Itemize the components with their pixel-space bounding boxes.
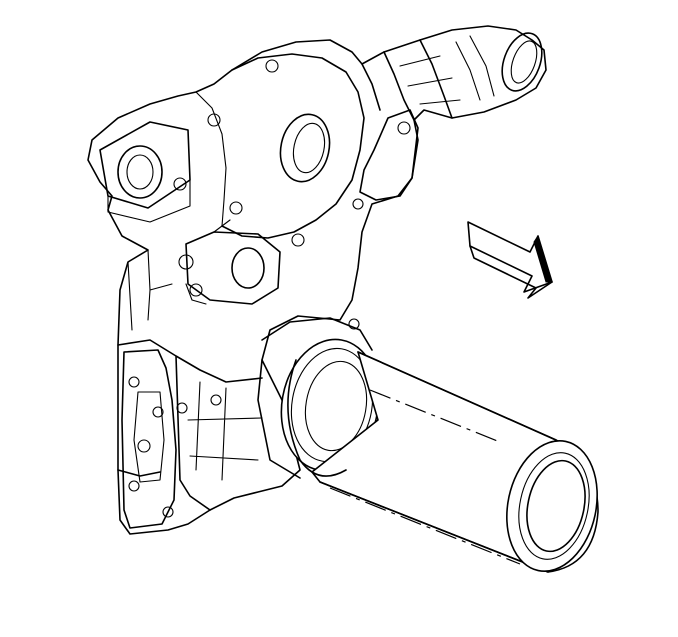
direction-arrow <box>467 221 553 299</box>
pedestal-bolt-6 <box>176 402 188 414</box>
arrow-shape <box>467 221 553 293</box>
water-outlet-opening <box>501 32 543 92</box>
pedestal-bolt-3 <box>137 439 151 453</box>
bolt-hole-2 <box>207 113 221 127</box>
pump-plate-edge <box>195 91 227 227</box>
left-upper-boss <box>99 121 191 209</box>
left-boss-lower-ledge <box>107 179 191 223</box>
seal-bore-flange-front <box>287 359 347 477</box>
seal-bore-boss <box>257 317 373 479</box>
idler-arm <box>185 219 231 305</box>
seal-bore-inner <box>304 360 368 452</box>
seal-bore-ring <box>290 347 374 463</box>
installer-end-bore <box>526 459 586 553</box>
pedestal-bolt-2 <box>152 406 164 418</box>
pedestal-bolt-4 <box>128 480 140 492</box>
installer-end-rim <box>518 452 590 560</box>
bolt-hole-5 <box>291 233 305 247</box>
left-boss-bore <box>126 154 154 190</box>
right-ear-bolt-hole <box>397 121 411 135</box>
pedestal-front-plate <box>121 349 177 529</box>
pump-shaft-bore-outer <box>279 113 331 183</box>
pedestal-bolt-1 <box>128 376 140 388</box>
water-outlet-tube-shading <box>399 35 495 105</box>
lower-pedestal <box>117 339 263 511</box>
seal-installer-tool <box>287 351 599 573</box>
pump-plate <box>221 53 365 239</box>
idler-boss-bore <box>231 247 265 289</box>
left-boss-face <box>117 145 163 199</box>
cover-outline <box>87 25 547 535</box>
cover-rib-left <box>127 249 173 331</box>
pump-shaft-bore-inner <box>292 122 326 174</box>
installer-bottom-edge <box>319 481 549 573</box>
pedestal-bolt-5 <box>162 506 174 518</box>
bolt-hole-4 <box>229 201 243 215</box>
bolt-hole-7 <box>189 283 203 297</box>
pedestal-bolt-7 <box>210 394 222 406</box>
arrow-shadow-edge <box>469 245 553 299</box>
idler-boss-housing <box>185 231 281 305</box>
bolt-hole-3 <box>173 177 187 191</box>
water-outlet-opening-inner <box>510 40 538 84</box>
right-lower-bolt-hole <box>352 198 364 210</box>
pedestal-recess <box>133 391 165 483</box>
arrow-shadow <box>533 234 553 283</box>
right-mounting-ear <box>359 109 419 201</box>
bolt-hole-6 <box>178 254 194 270</box>
installer-centerline <box>369 389 501 443</box>
bolt-hole-8 <box>348 318 360 330</box>
installer-top-edge <box>357 351 557 441</box>
bolt-hole-1 <box>265 59 279 73</box>
pedestal-ribs <box>187 381 263 481</box>
installer-centerline-lower <box>329 487 521 565</box>
installer-end-face <box>506 439 598 573</box>
